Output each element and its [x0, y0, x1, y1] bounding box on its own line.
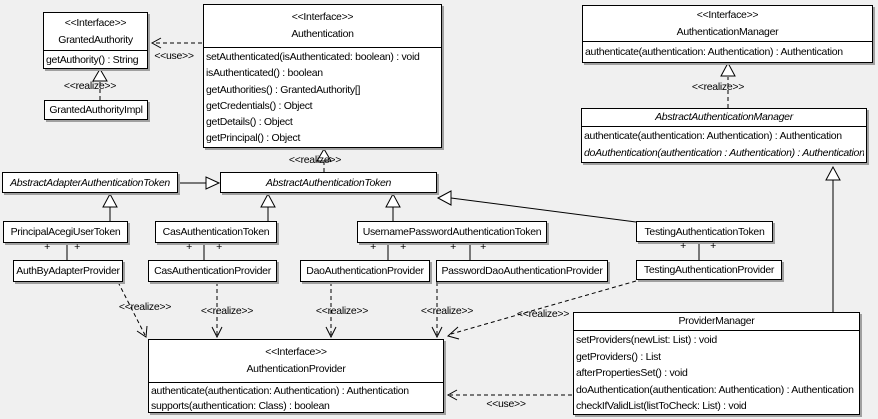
method: authenticate(authentication: Authenticat…: [584, 130, 842, 142]
class-principal-acegi-user-token: PrincipalAcegiUserToken: [3, 221, 128, 243]
class-granted-authority: <<Interface>> GrantedAuthority getAuthor…: [43, 12, 148, 69]
edge-label-realize: <<realize>>: [516, 308, 570, 320]
arrowhead-realize-authbyadapter: [136, 325, 148, 338]
class-provider-manager: ProviderManager setProviders(newList: Li…: [573, 312, 860, 415]
class-name: PrincipalAcegiUserToken: [10, 226, 121, 238]
class-name: ProviderManager: [678, 315, 755, 327]
method: getCredentials() : Object: [206, 99, 313, 112]
edge-label-use: <<use>>: [486, 398, 526, 410]
class-username-password-authentication-token: UsernamePasswordAuthenticationToken: [357, 221, 547, 243]
class-name: TestingAuthenticationToken: [644, 225, 765, 238]
multiplicity-plus: +: [370, 241, 376, 253]
method: getAuthority() : String: [46, 54, 139, 66]
class-name: AuthenticationProvider: [246, 363, 346, 375]
arrowhead-realize-dao: [325, 326, 337, 339]
method: setAuthenticated(isAuthenticated: boolea…: [206, 51, 420, 63]
class-name: CasAuthenticationToken: [162, 226, 270, 238]
class-name: AbstractAuthenticationManager: [655, 111, 793, 123]
method: authenticate(authentication: Authenticat…: [151, 385, 409, 397]
class-name: AuthenticationManager: [676, 25, 779, 38]
method: checkIfValidList(listToCheck: List) : vo…: [576, 400, 747, 413]
edge-label-realize: <<realize>>: [288, 154, 342, 166]
edge-label-realize: <<realize>>: [63, 80, 117, 92]
edge-generalize-testing-token-to-abstract-token: [436, 190, 637, 223]
class-cas-authentication-token: CasAuthenticationToken: [155, 221, 277, 243]
class-abstract-adapter-authentication-token: AbstractAdapterAuthenticationToken: [2, 172, 178, 193]
class-name: AbstractAdapterAuthenticationToken: [10, 176, 170, 189]
class-name: GrantedAuthority: [58, 33, 133, 46]
edge-label-use: <<use>>: [154, 50, 194, 62]
multiplicity-plus: +: [710, 240, 716, 252]
class-name: AuthByAdapterProvider: [16, 265, 120, 277]
multiplicity-plus: +: [480, 241, 486, 253]
class-authentication: <<Interface>> Authentication setAuthenti…: [203, 4, 442, 148]
method: getProviders() : List: [576, 350, 661, 363]
method: doAuthentication(authentication : Authen…: [584, 147, 864, 159]
multiplicity-plus: +: [400, 241, 406, 253]
edge-generalize-principal-to-adapter-token: [102, 192, 118, 221]
arrowhead-realize-testing: [446, 326, 460, 340]
class-name: AbstractAuthenticationToken: [265, 176, 392, 189]
arrowhead-use-grantedauthority: [150, 37, 162, 49]
stereotype: <<Interface>>: [64, 16, 127, 29]
stereotype: <<Interface>>: [265, 346, 327, 358]
class-name: GrantedAuthorityImpl: [49, 104, 143, 116]
edge-label-realize: <<realize>>: [691, 81, 745, 93]
class-auth-by-adapter-provider: AuthByAdapterProvider: [13, 260, 123, 282]
multiplicity-plus: +: [186, 241, 192, 253]
edge-generalize-adapter-token-to-abstract-token: [178, 176, 221, 190]
edge-label-realize: <<realize>>: [315, 305, 369, 317]
class-testing-authentication-token: TestingAuthenticationToken: [636, 221, 773, 242]
class-authentication-provider: <<Interface>> AuthenticationProvider aut…: [148, 339, 444, 413]
class-testing-authentication-provider: TestingAuthenticationProvider: [636, 260, 782, 280]
method: supports(authentication: Class) : boolea…: [151, 400, 330, 412]
class-name: Authentication: [291, 28, 354, 40]
method: getDetails() : Object: [206, 116, 293, 129]
method: doAuthentication(authentication: Authent…: [576, 383, 854, 396]
edge-label-realize: <<realize>>: [420, 305, 474, 317]
arrowhead-realize-cas: [211, 326, 223, 339]
class-abstract-authentication-manager: AbstractAuthenticationManager authentica…: [581, 108, 867, 163]
edge-generalize-cas-token-to-abstract-token: [260, 192, 276, 221]
multiplicity-plus: +: [450, 241, 456, 253]
method: setProviders(newList: List) : void: [576, 334, 717, 346]
multiplicity-plus: +: [44, 241, 50, 253]
method: authenticate(authentication: Authenticat…: [585, 46, 843, 58]
arrowhead-use-providermanager: [446, 389, 458, 401]
method: getAuthorities() : GrantedAuthority[]: [206, 83, 361, 96]
method: isAuthenticated() : boolean: [206, 67, 323, 80]
edge-generalize-provider-manager-to-abstract-manager: [825, 165, 841, 313]
class-dao-authentication-provider: DaoAuthenticationProvider: [300, 260, 430, 282]
class-name: UsernamePasswordAuthenticationToken: [362, 226, 542, 238]
class-granted-authority-impl: GrantedAuthorityImpl: [44, 100, 148, 120]
arrowhead-realize-passworddao: [431, 326, 443, 339]
edge-label-realize: <<realize>>: [200, 305, 254, 317]
multiplicity-plus: +: [74, 241, 80, 253]
class-name: TestingAuthenticationProvider: [643, 264, 775, 276]
class-name: PasswordDaoAuthenticationProvider: [441, 265, 603, 277]
multiplicity-plus: +: [216, 241, 222, 253]
class-password-dao-authentication-provider: PasswordDaoAuthenticationProvider: [436, 260, 608, 282]
edge-generalize-username-token-to-abstract-token: [385, 192, 401, 221]
multiplicity-plus: +: [680, 240, 686, 252]
class-name: CasAuthenticationProvider: [154, 265, 271, 277]
method: getPrincipal() : Object: [206, 132, 301, 145]
class-authentication-manager: <<Interface>> AuthenticationManager auth…: [582, 5, 873, 63]
stereotype: <<Interface>>: [291, 11, 354, 23]
method: afterPropertiesSet() : void: [576, 367, 688, 380]
class-abstract-authentication-token: AbstractAuthenticationToken: [220, 172, 437, 193]
class-cas-authentication-provider: CasAuthenticationProvider: [148, 260, 277, 282]
edge-label-realize: <<realize>>: [118, 301, 172, 313]
triangle-authenticationmanager: [720, 61, 736, 77]
stereotype: <<Interface>>: [696, 8, 759, 21]
class-name: DaoAuthenticationProvider: [306, 265, 424, 277]
